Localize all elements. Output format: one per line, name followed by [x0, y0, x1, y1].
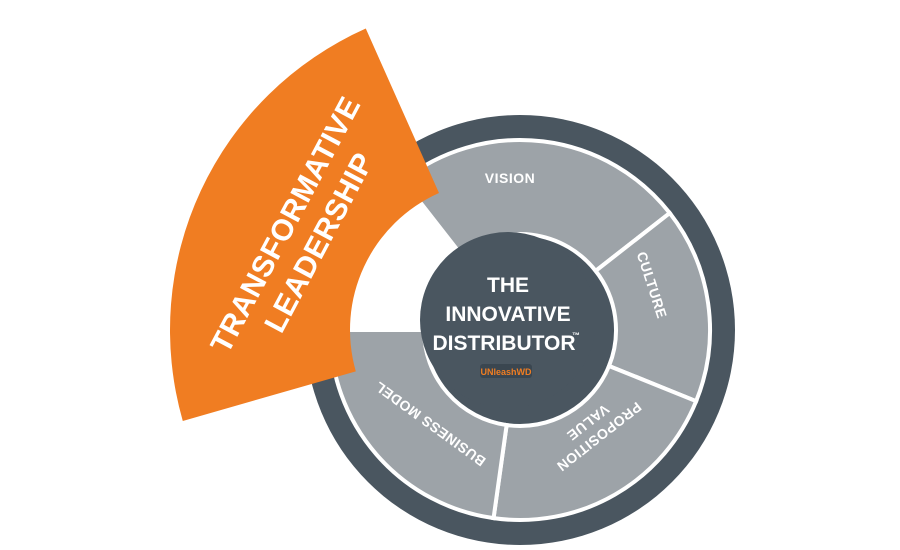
segment-label-vision: VISION — [485, 170, 535, 186]
unleashwd-logo: UNleashWD — [480, 364, 532, 378]
transformative-leadership-arc — [170, 28, 439, 421]
center-line-the: THE — [487, 274, 529, 297]
center-line-innovative: INNOVATIVE — [445, 303, 570, 326]
trademark-symbol: ™ — [572, 331, 580, 340]
logo-text: UNleashWD — [480, 367, 532, 377]
segment-value-proposition — [491, 363, 699, 522]
center-circle — [420, 232, 596, 408]
segment-culture — [592, 210, 712, 404]
segments-group — [327, 138, 712, 522]
center-line-distributor: DISTRIBUTOR — [432, 332, 575, 355]
